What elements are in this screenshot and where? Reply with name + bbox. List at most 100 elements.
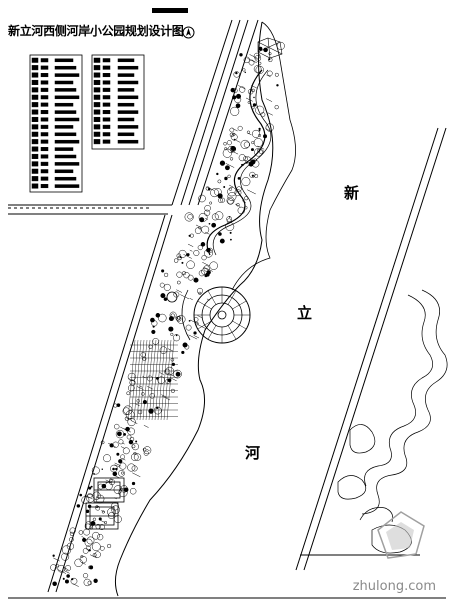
legend-symbol: [31, 168, 39, 174]
legend-symbol: [31, 146, 39, 152]
legend-description: [117, 80, 139, 85]
legend-code: [102, 95, 111, 100]
legend-symbol: [31, 116, 39, 122]
legend-symbol: [31, 139, 39, 145]
river-label-char-2: 立: [297, 304, 313, 322]
sports-courts: [85, 477, 125, 530]
legend-code: [40, 161, 49, 166]
legend-description: [54, 154, 77, 159]
legend-symbol: [31, 79, 39, 85]
legend-description: [117, 110, 139, 114]
legend-description: [54, 139, 80, 144]
legend-code: [102, 124, 111, 129]
legend-symbol: [31, 57, 39, 63]
legend-code: [102, 58, 111, 63]
legend-symbol: [93, 124, 101, 130]
legend-description: [117, 139, 139, 144]
legend-table: [29, 54, 145, 193]
legend-description: [54, 102, 74, 107]
legend-symbol: [93, 57, 101, 63]
legend-symbol: [31, 161, 39, 167]
legend-symbol: [31, 87, 39, 93]
legend-code: [102, 87, 111, 92]
legend-code: [40, 73, 49, 78]
north-arrow-icon: [182, 26, 195, 39]
circular-plaza: [166, 286, 251, 344]
watermark-logo-icon: [377, 511, 425, 559]
road-lines: [8, 19, 259, 593]
legend-code: [40, 184, 49, 189]
legend-symbol: [93, 102, 101, 108]
riverbank-inner: [231, 21, 296, 291]
riverbank-edge: [114, 21, 274, 597]
legend-symbol: [93, 79, 101, 85]
legend-symbol: [93, 116, 101, 122]
legend-code: [40, 65, 49, 70]
legend-code: [102, 117, 111, 122]
legend-description: [117, 117, 135, 122]
legend-description: [117, 65, 139, 70]
legend-description: [54, 184, 80, 188]
legend-symbol: [31, 94, 39, 100]
legend-description: [54, 117, 80, 122]
scale-bar: [152, 8, 188, 13]
legend-symbol: [93, 94, 101, 100]
legend-description: [54, 147, 74, 151]
legend-description: [117, 73, 135, 77]
legend-code: [40, 102, 49, 107]
legend-description: [54, 95, 80, 100]
legend-description: [54, 110, 77, 114]
legend-symbol: [93, 131, 101, 137]
legend-description: [54, 132, 77, 137]
legend-code: [102, 139, 111, 144]
legend-code: [40, 169, 49, 174]
legend-code: [102, 132, 111, 137]
legend-symbol: [31, 102, 39, 108]
legend-code: [102, 102, 111, 107]
legend-code: [102, 65, 111, 70]
legend-code: [40, 176, 49, 181]
legend-description: [117, 102, 135, 107]
legend-symbol: [31, 176, 39, 182]
plan-title: 新立河西侧河岸小公园规划设计图: [8, 24, 184, 38]
legend-symbol: [31, 65, 39, 71]
legend-symbol: [93, 72, 101, 78]
legend-code: [102, 80, 111, 85]
legend-description: [54, 58, 74, 63]
legend-description: [54, 125, 74, 129]
legend-code: [40, 58, 49, 63]
legend-code: [40, 147, 49, 152]
legend-description: [54, 176, 77, 181]
legend-code: [40, 110, 49, 115]
legend-description: [54, 162, 80, 166]
legend-code: [40, 117, 49, 122]
legend-code: [40, 87, 49, 92]
legend-symbol: [31, 124, 39, 130]
park-landscape: [50, 41, 285, 587]
legend-description: [54, 73, 80, 77]
legend-symbol: [31, 183, 39, 189]
legend-symbol: [93, 87, 101, 93]
legend-description: [54, 169, 74, 174]
legend-symbol: [93, 109, 101, 115]
legend-symbol: [31, 72, 39, 78]
legend-description: [117, 58, 135, 63]
river-label-char-3: 河: [245, 444, 261, 462]
legend-symbol: [93, 139, 101, 145]
east-bank-lines: [295, 127, 447, 571]
legend-symbol: [31, 153, 39, 159]
legend-code: [102, 73, 111, 78]
legend-symbol: [31, 131, 39, 137]
legend-description: [117, 95, 139, 100]
legend-code: [40, 95, 49, 100]
legend-description: [117, 125, 139, 129]
legend-description: [54, 80, 74, 85]
legend-symbol: [93, 65, 101, 71]
legend-code: [102, 110, 111, 115]
watermark-text: zhulong.com: [352, 579, 436, 594]
legend-description: [54, 65, 77, 70]
legend-code: [40, 132, 49, 137]
legend-code: [40, 139, 49, 144]
